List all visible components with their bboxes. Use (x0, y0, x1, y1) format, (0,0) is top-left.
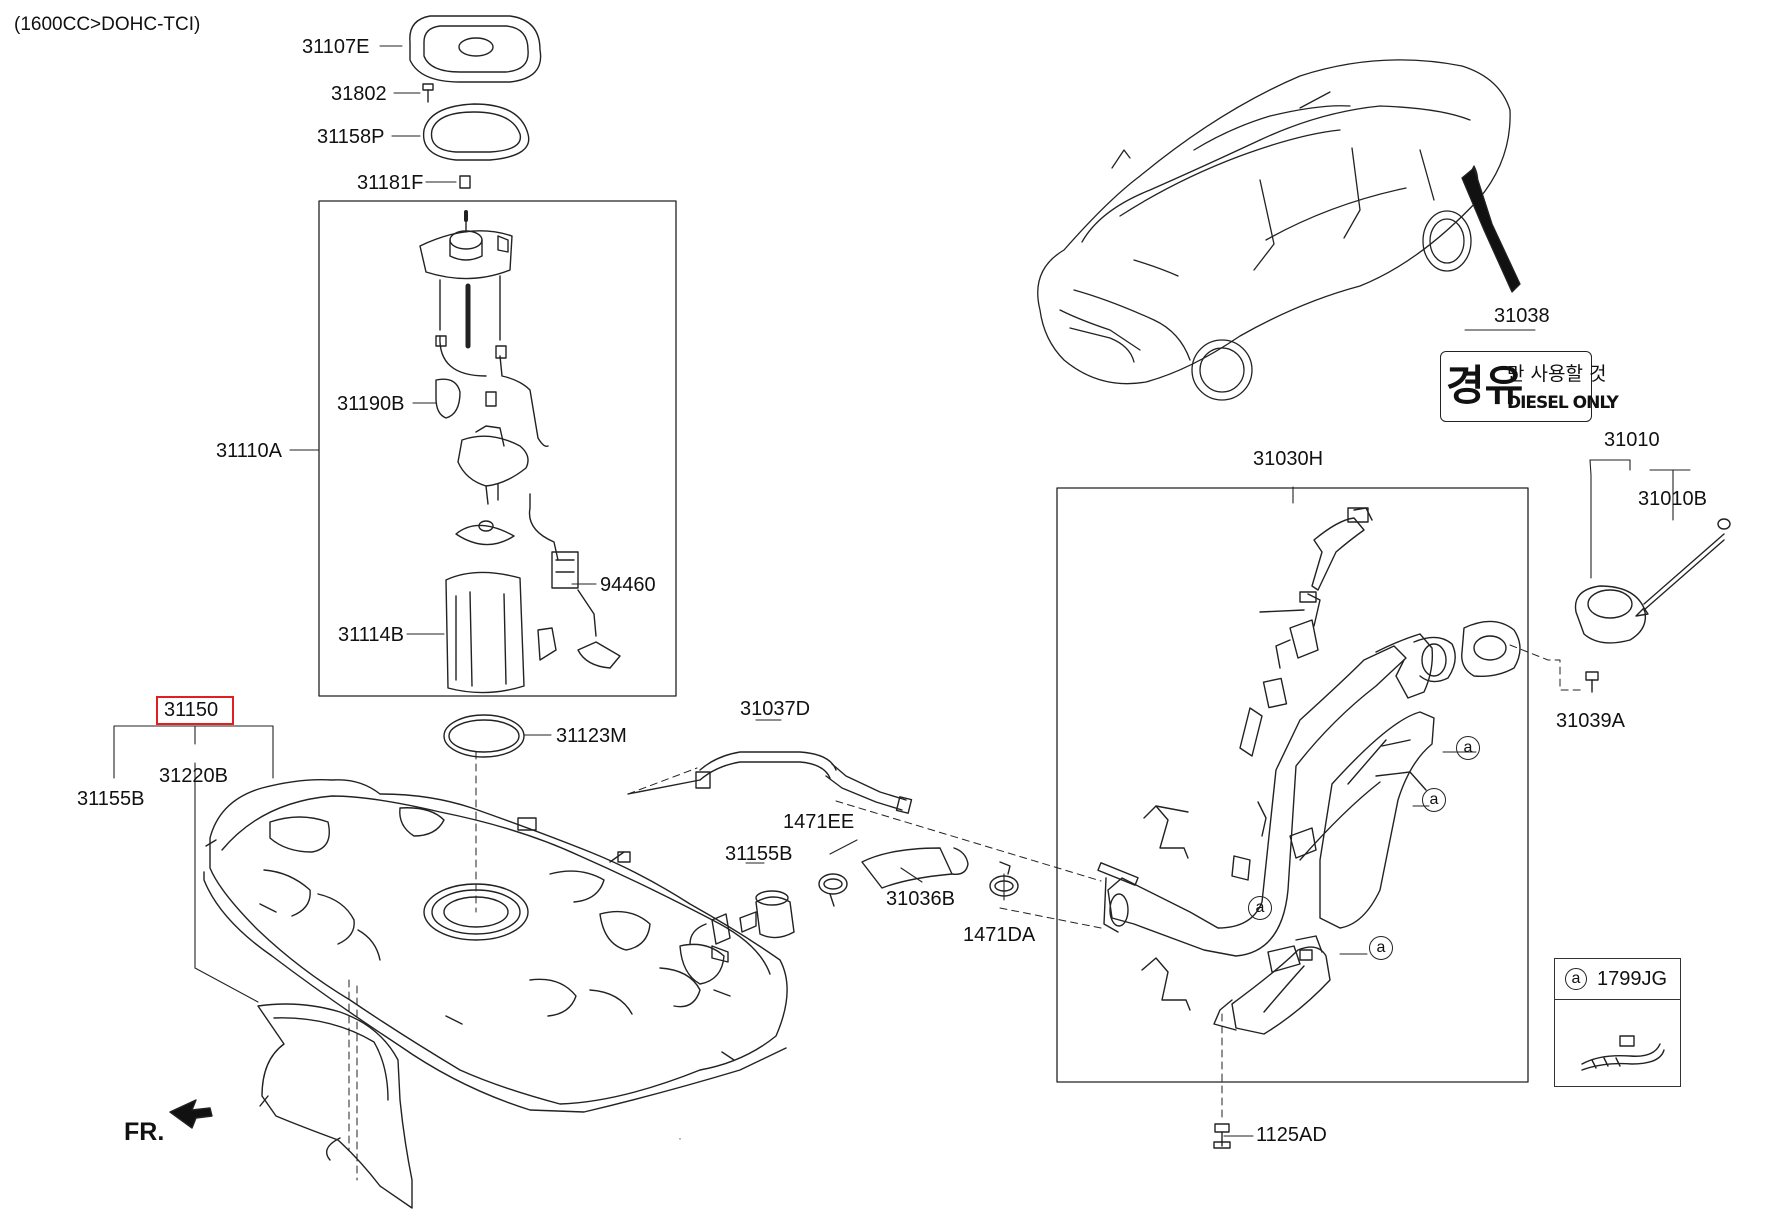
sticker-big-text: 경유 (1446, 361, 1524, 410)
part-31802[interactable]: 31802 (331, 83, 387, 105)
sticker-top-text: 만 사용할 것 (1507, 363, 1607, 385)
vent-hose (627, 751, 913, 814)
dashed-assembly-lines (348, 644, 1583, 1181)
part-1471DA[interactable]: 1471DA (963, 924, 1036, 946)
pump-assembly-frame (318, 200, 677, 697)
part-31030H[interactable]: 31030H (1253, 448, 1324, 470)
callout-a-2: a (1422, 788, 1446, 812)
filler-neck (1097, 507, 1521, 957)
callout-a-4: a (1369, 936, 1393, 960)
bolt-31802 (422, 83, 434, 103)
callout-a-1: a (1456, 736, 1480, 760)
heat-shield (257, 1003, 413, 1209)
filler-neck-frame (1056, 487, 1529, 1083)
part-31155B-tank[interactable]: 31155B (77, 788, 145, 810)
sticker-bottom-text: DIESEL ONLY (1507, 393, 1619, 413)
fuel-cap (1574, 518, 1731, 644)
part-31158P[interactable]: 31158P (317, 126, 385, 148)
lock-ring (422, 103, 530, 161)
part-1125AD[interactable]: 1125AD (1256, 1124, 1327, 1146)
fuel-tank (203, 779, 788, 1113)
engine-spec: (1600CC>DOHC-TCI) (14, 14, 201, 35)
legend-marker: a (1565, 968, 1587, 990)
filler-neck-shield (1141, 711, 1435, 1035)
part-31123M[interactable]: 31123M (556, 725, 627, 747)
leader-lines (113, 45, 1691, 1137)
clip-icon (1581, 1035, 1665, 1071)
selected-part-highlight[interactable] (156, 696, 234, 725)
svg-text:·: · (678, 1131, 682, 1145)
bolt-31039A (1585, 671, 1599, 693)
o-ring (443, 714, 525, 758)
part-31010[interactable]: 31010 (1604, 429, 1660, 451)
part-31181F[interactable]: 31181F (357, 172, 424, 194)
part-31107E[interactable]: 31107E (302, 36, 370, 58)
part-94460[interactable]: 94460 (600, 574, 656, 596)
part-31036B[interactable]: 31036B (886, 888, 955, 910)
part-31155B-connector[interactable]: 31155B (725, 843, 793, 865)
cover-plate (409, 15, 542, 83)
part-31110A[interactable]: 31110A (216, 440, 282, 462)
bolt-1125AD (1213, 1123, 1231, 1149)
part-31114B[interactable]: 31114B (338, 624, 404, 646)
front-arrow (169, 1099, 213, 1129)
filler-connector (689, 847, 1019, 945)
part-31220B[interactable]: 31220B (159, 765, 228, 787)
part-31037D[interactable]: 31037D (740, 698, 811, 720)
diesel-only-label: 경유 만 사용할 것 DIESEL ONLY (1440, 351, 1619, 422)
legend-divider (1555, 999, 1680, 1000)
part-31150[interactable]: 31150 (164, 699, 219, 721)
car-illustration (1037, 59, 1521, 401)
part-31039A[interactable]: 31039A (1556, 710, 1625, 732)
clip-legend: a 1799JG (1554, 958, 1681, 1087)
callout-a-3: a (1248, 896, 1272, 920)
part-31010B[interactable]: 31010B (1638, 488, 1707, 510)
part-31190B[interactable]: 31190B (337, 393, 405, 415)
pump-module (419, 210, 621, 694)
part-1471EE[interactable]: 1471EE (783, 811, 855, 833)
fitting-31181F (459, 175, 471, 189)
front-label: FR. (124, 1118, 165, 1146)
part-1799JG[interactable]: 1799JG (1597, 968, 1668, 990)
part-31038[interactable]: 31038 (1494, 305, 1550, 327)
